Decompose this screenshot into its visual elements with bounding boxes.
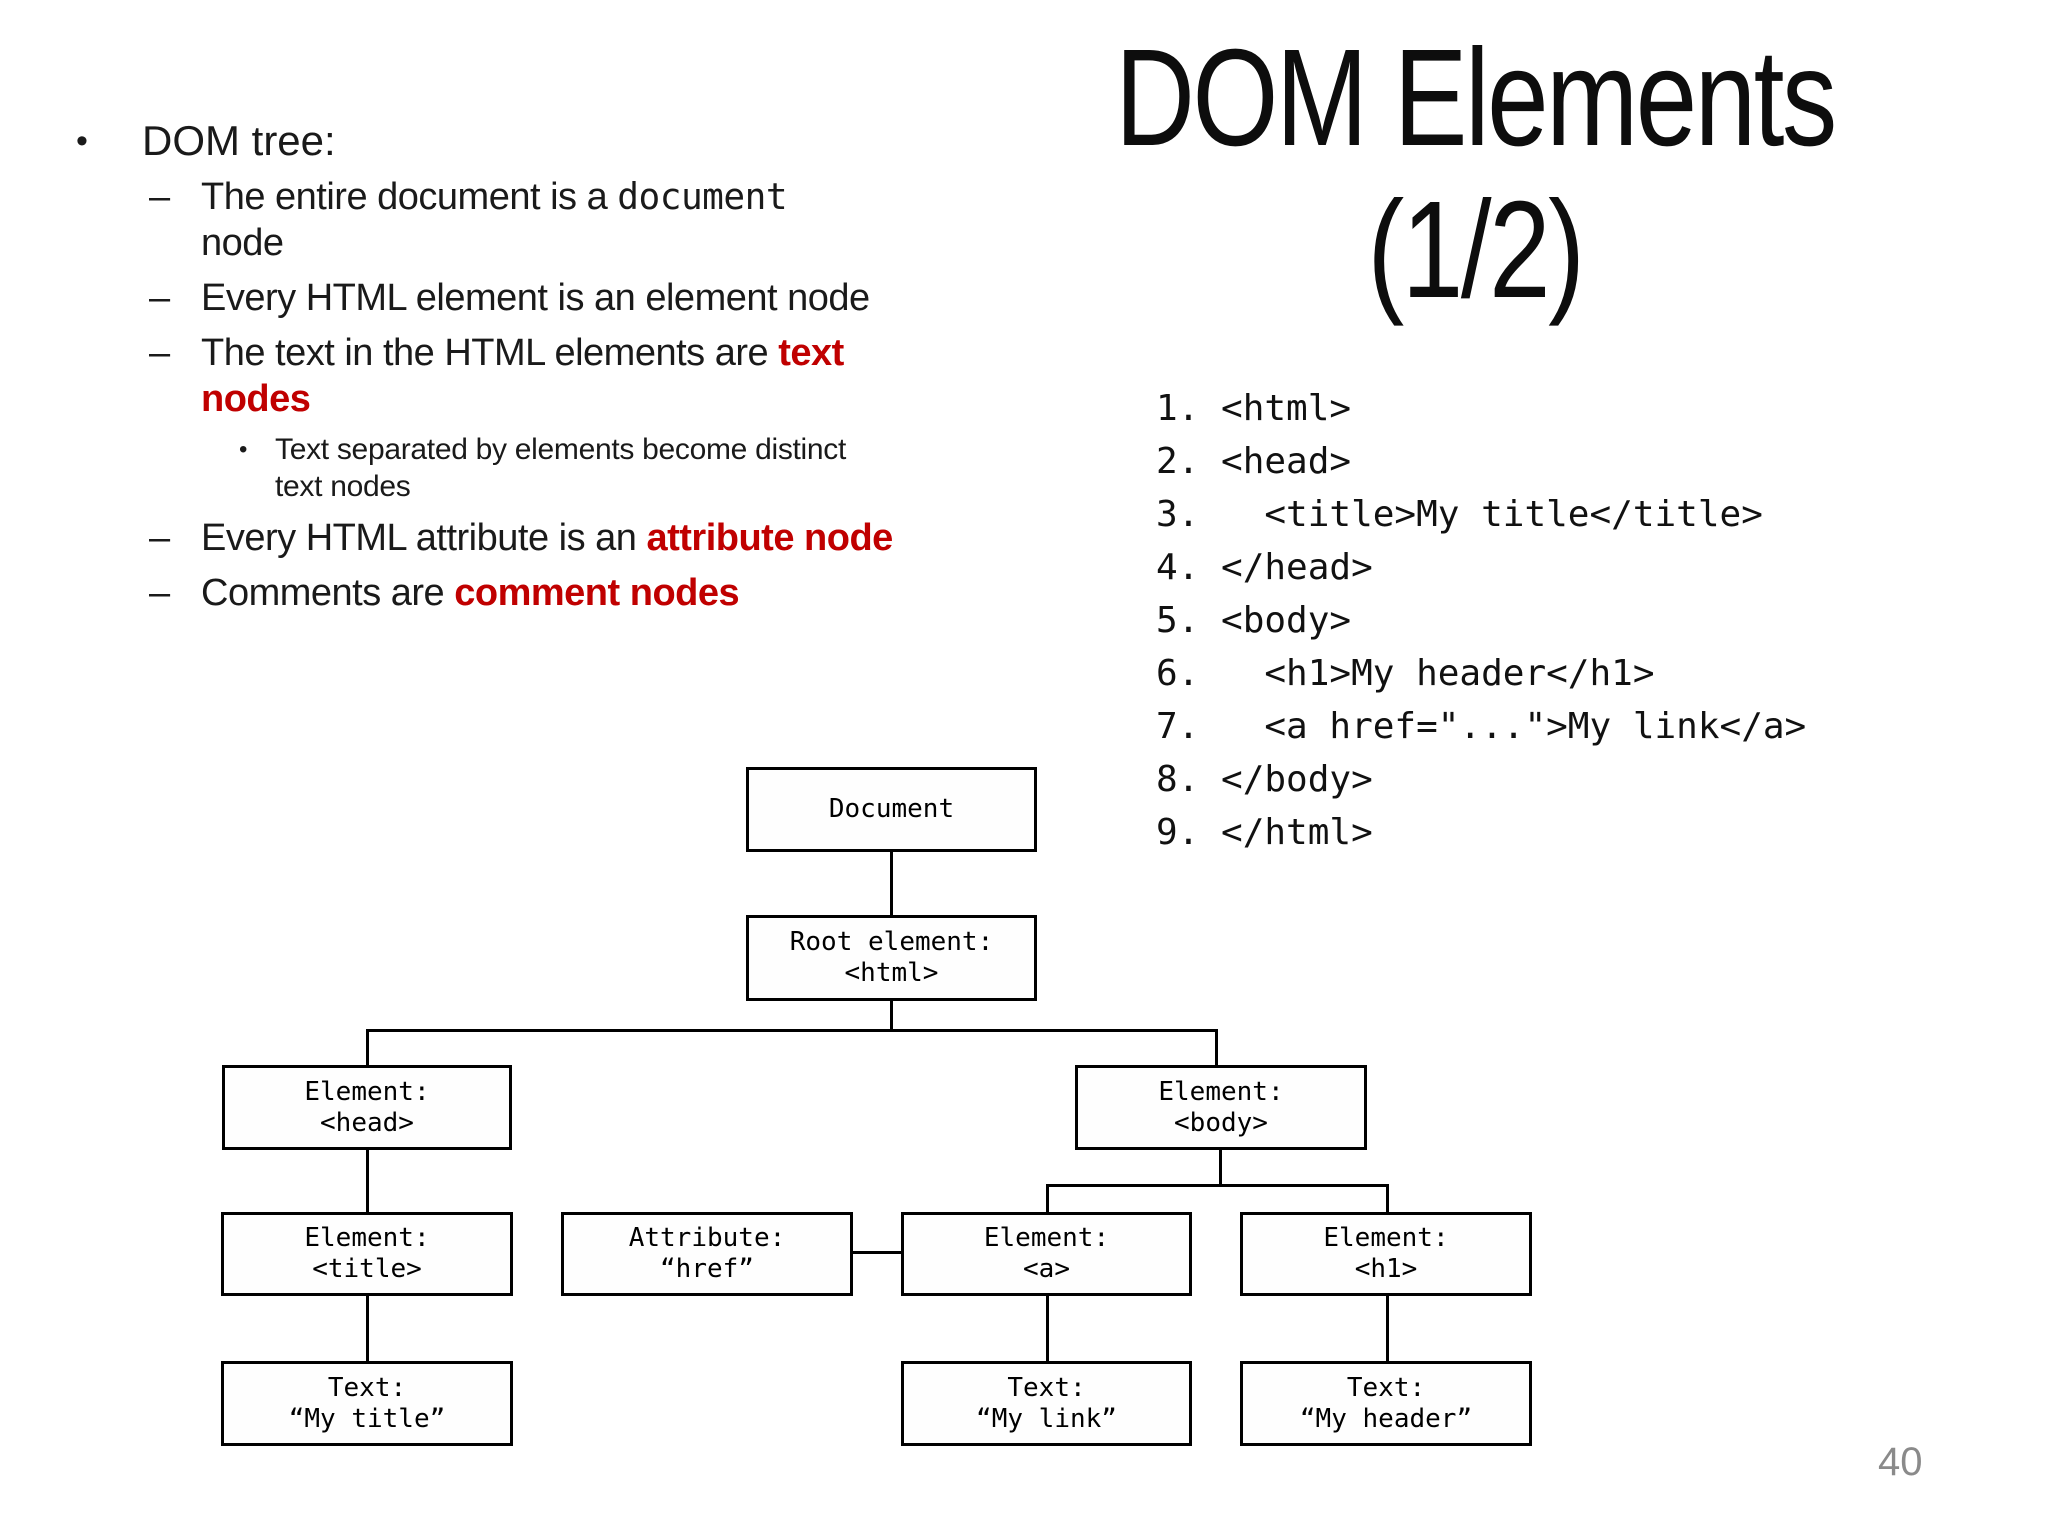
- bullet-item-comment-nodes: – Comments are comment nodes: [149, 570, 894, 616]
- connector-body-split2: [1219, 1150, 1222, 1187]
- bullet-item-text-nodes: – The text in the HTML elements are text…: [149, 330, 894, 422]
- bullet-marker: •: [76, 122, 88, 160]
- node-label: Element:: [304, 1223, 430, 1253]
- bullet-heading: • DOM tree:: [64, 116, 894, 166]
- connector-split-horizontal: [366, 1029, 1218, 1032]
- tree-node-root-html: Root element: <html>: [746, 915, 1037, 1001]
- connector-anchor-text: [1046, 1296, 1049, 1361]
- bullet-list: • DOM tree: – The entire document is a d…: [64, 116, 894, 625]
- tree-node-document: Document: [746, 767, 1037, 852]
- connector-split2-anchor: [1046, 1184, 1049, 1212]
- tree-node-text-my-title: Text: “My title”: [221, 1361, 513, 1446]
- tree-node-element-body: Element: <body>: [1075, 1065, 1367, 1150]
- node-label: Text:: [327, 1372, 407, 1403]
- node-value: <body>: [1174, 1107, 1268, 1138]
- bullet-item-element-node: – Every HTML element is an element node: [149, 275, 894, 321]
- node-value: “My header”: [1299, 1403, 1473, 1434]
- connector-root-split: [890, 1000, 893, 1031]
- node-value: <h1>: [1354, 1254, 1418, 1284]
- bullet-marker: •: [239, 436, 248, 463]
- highlight-comment-nodes: comment nodes: [454, 572, 740, 614]
- highlight-text-nodes: text nodes: [201, 332, 844, 420]
- node-label: Text:: [1007, 1372, 1086, 1403]
- slide-title-line2: (1/2): [1367, 173, 1585, 327]
- connector-split2-horizontal: [1046, 1184, 1389, 1187]
- node-label: Document: [828, 794, 955, 824]
- bullet-subitem-distinct-text-nodes: • Text separated by elements become dist…: [239, 431, 894, 505]
- tree-node-element-title: Element: <title>: [221, 1212, 513, 1296]
- connector-document-root: [890, 852, 893, 915]
- highlight-attribute-node: attribute node: [646, 517, 893, 559]
- text-run: Every HTML attribute is an: [201, 517, 647, 559]
- node-label: Element:: [1158, 1076, 1284, 1107]
- page-number: 40: [1878, 1440, 1923, 1484]
- bullet-item-text: Every HTML attribute is an attribute nod…: [201, 515, 894, 561]
- node-value: “My title”: [288, 1403, 446, 1434]
- tree-node-text-my-header: Text: “My header”: [1240, 1361, 1532, 1446]
- node-value: <html>: [844, 958, 939, 988]
- connector-h1-text: [1386, 1296, 1389, 1361]
- node-value: <a>: [1023, 1254, 1070, 1284]
- dash-marker: –: [149, 277, 170, 319]
- tree-node-text-my-link: Text: “My link”: [901, 1361, 1192, 1446]
- slide-title-line1: DOM Elements: [1115, 21, 1837, 175]
- node-value: <title>: [312, 1254, 422, 1284]
- bullet-item-attribute-node: – Every HTML attribute is an attribute n…: [149, 515, 894, 561]
- bullet-item-text: The entire document is a document node: [201, 174, 801, 266]
- connector-head-title: [366, 1150, 369, 1212]
- dash-marker: –: [149, 572, 170, 614]
- text-run: node: [201, 222, 284, 264]
- dash-marker: –: [149, 517, 170, 559]
- bullet-subitem-text: Text separated by elements become distin…: [275, 433, 847, 503]
- node-value: “href”: [660, 1254, 754, 1284]
- bullet-heading-text: DOM tree:: [142, 117, 336, 164]
- connector-split-body: [1215, 1029, 1218, 1065]
- tree-node-element-head: Element: <head>: [222, 1065, 512, 1150]
- tree-node-element-a: Element: <a>: [901, 1212, 1192, 1296]
- tree-node-element-h1: Element: <h1>: [1240, 1212, 1532, 1296]
- slide-title: DOM Elements (1/2): [1015, 22, 1935, 326]
- node-label: Text:: [1346, 1372, 1426, 1403]
- node-label: Element:: [983, 1223, 1110, 1253]
- connector-title-text: [366, 1296, 369, 1361]
- bullet-item-document-node: – The entire document is a document node: [149, 174, 894, 266]
- dash-marker: –: [149, 176, 170, 218]
- connector-split2-h1: [1386, 1184, 1389, 1212]
- connector-split-head: [366, 1029, 369, 1065]
- node-label: Element:: [1323, 1223, 1449, 1253]
- inline-code-document: document: [617, 176, 788, 218]
- node-value: “My link”: [976, 1403, 1117, 1434]
- text-run: The entire document is a: [201, 176, 618, 218]
- tree-node-attribute-href: Attribute: “href”: [561, 1212, 853, 1296]
- text-run: Comments are: [201, 572, 455, 614]
- node-label: Root element:: [789, 927, 994, 957]
- text-run: The text in the HTML elements are: [201, 332, 779, 374]
- html-code-listing: 1. <html> 2. <head> 3. <title>My title</…: [1156, 388, 1807, 853]
- bullet-item-text: Comments are comment nodes: [201, 570, 894, 616]
- bullet-item-text: The text in the HTML elements are text n…: [201, 330, 894, 422]
- node-value: <head>: [320, 1107, 414, 1138]
- node-label: Element:: [304, 1076, 430, 1107]
- dash-marker: –: [149, 332, 170, 374]
- connector-attribute-anchor: [853, 1251, 901, 1254]
- bullet-item-text: Every HTML element is an element node: [201, 277, 870, 319]
- node-label: Attribute:: [628, 1223, 786, 1253]
